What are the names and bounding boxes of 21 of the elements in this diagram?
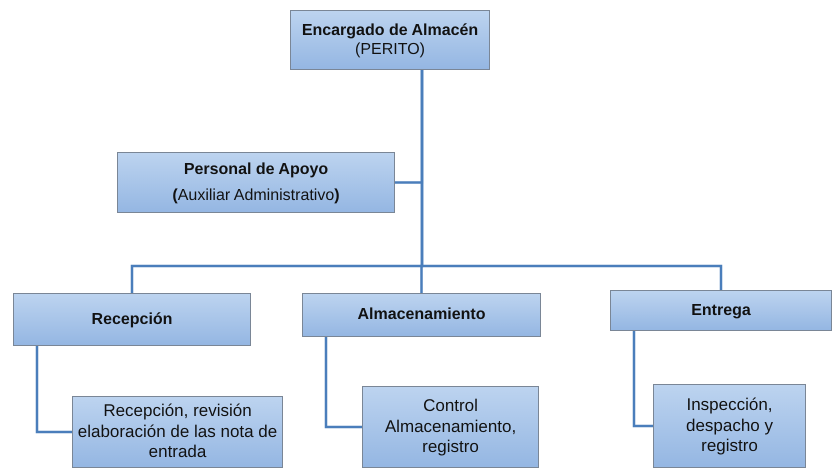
box-title: Personal de Apoyo <box>184 160 328 180</box>
connector-line <box>324 337 362 428</box>
org-box <box>610 290 832 331</box>
org-box <box>302 293 541 337</box>
org-box <box>13 293 251 346</box>
connector-line <box>420 70 722 290</box>
org-box <box>362 386 539 468</box>
box-subtitle: (PERITO) <box>355 40 425 60</box>
box-title: Almacenamiento <box>357 305 486 325</box>
box-title: Encargado de Almacén <box>302 20 478 40</box>
box-title: Inspección, despacho y registro <box>685 395 774 457</box>
box-title: Recepción <box>92 310 172 330</box>
box-title: Control Almacenamiento, registro <box>384 396 518 458</box>
org-box <box>653 384 806 468</box>
box-title: Recepción, revisión elaboración de las nota de entrada <box>77 401 278 463</box>
org-box <box>290 10 490 70</box>
box-subtitle: (Auxiliar Administrativo) <box>172 186 340 205</box>
org-box <box>117 152 395 213</box>
connector-line <box>36 346 72 434</box>
connector-line <box>632 331 653 428</box>
box-title: Entrega <box>691 300 751 320</box>
